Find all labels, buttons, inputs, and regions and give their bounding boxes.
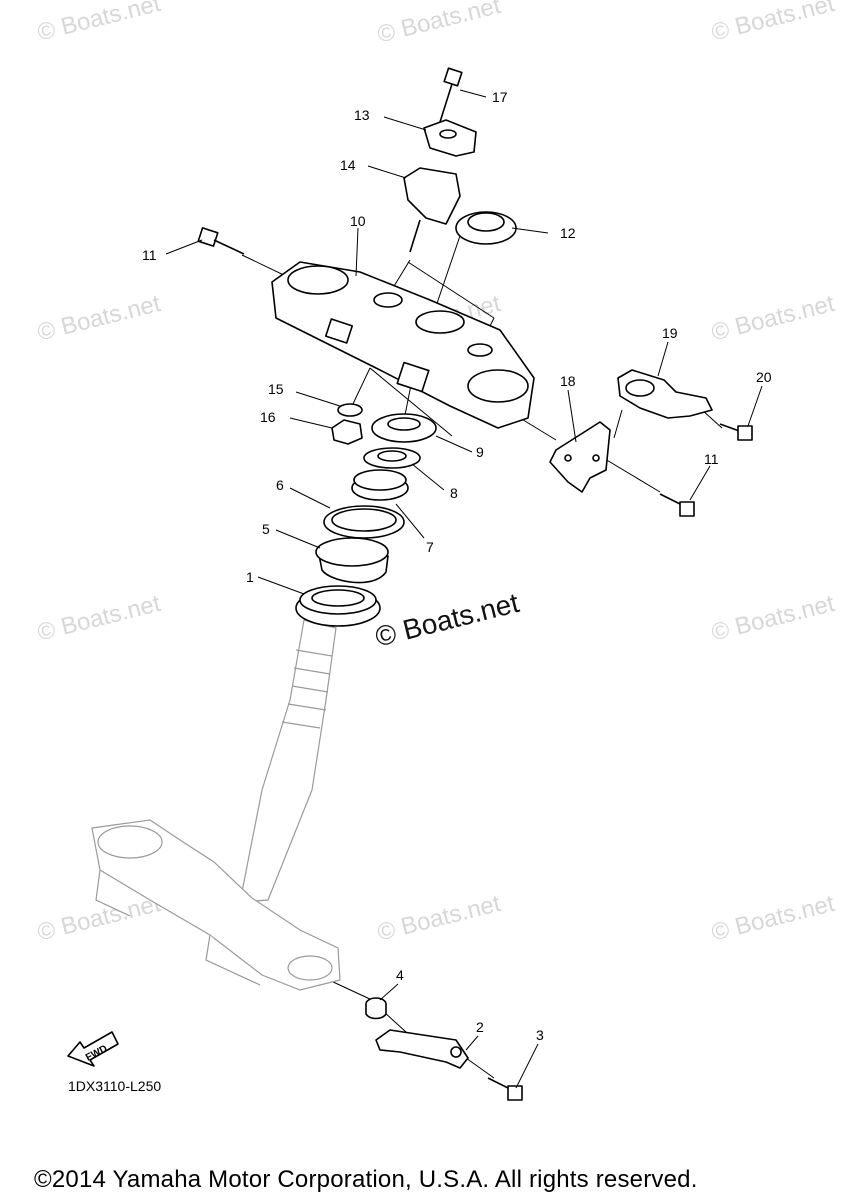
callout-14: 14 xyxy=(340,157,356,173)
copyright-notice: ©2014 Yamaha Motor Corporation, U.S.A. A… xyxy=(34,1166,698,1193)
callout-18: 18 xyxy=(560,373,576,389)
ring-nut-7 xyxy=(351,469,409,501)
steering-nut xyxy=(455,211,517,245)
clamp-19 xyxy=(617,369,713,419)
callout-labels: 1 2 3 4 5 6 7 8 9 10 11 11 12 13 14 15 1… xyxy=(142,89,772,1043)
fwd-arrow-icon: FWD xyxy=(67,1031,119,1067)
callout-3: 3 xyxy=(536,1027,544,1043)
bearing-5 xyxy=(315,537,389,584)
bolt-11-left xyxy=(197,227,245,255)
callout-12: 12 xyxy=(560,225,576,241)
callout-19: 19 xyxy=(662,325,678,341)
callout-7: 7 xyxy=(426,539,434,555)
steering-stem xyxy=(91,619,341,991)
washer-9 xyxy=(371,413,437,443)
handlebar-holder-upper xyxy=(423,119,477,157)
callout-9: 9 xyxy=(476,444,484,460)
washer-15 xyxy=(337,403,363,417)
callout-2: 2 xyxy=(476,1019,484,1035)
callout-16: 16 xyxy=(260,409,276,425)
bolt-17 xyxy=(439,67,463,123)
callout-10: 10 xyxy=(350,213,366,229)
bolt-20 xyxy=(719,423,753,441)
callout-4: 4 xyxy=(396,967,404,983)
callout-20: 20 xyxy=(756,369,772,385)
bracket-2 xyxy=(375,1029,469,1069)
collar-4 xyxy=(365,997,387,1020)
callout-11-right: 11 xyxy=(704,451,719,467)
callout-15: 15 xyxy=(268,381,284,397)
bracket-18 xyxy=(549,421,611,493)
callout-6: 6 xyxy=(276,477,284,493)
callout-13: 13 xyxy=(354,107,370,123)
callout-17: 17 xyxy=(492,89,508,105)
nut-16 xyxy=(331,419,363,445)
bearing-1 xyxy=(295,585,381,627)
callout-8: 8 xyxy=(450,485,458,501)
handlebar-holder-lower xyxy=(403,167,461,253)
seal-6 xyxy=(323,505,405,539)
callout-1: 1 xyxy=(246,569,254,585)
bolt-11-right xyxy=(659,493,695,517)
bolt-3 xyxy=(487,1077,523,1101)
callout-5: 5 xyxy=(262,521,270,537)
upper-bracket xyxy=(271,261,535,429)
callout-11-left: 11 xyxy=(142,247,157,263)
callout-leaders xyxy=(165,89,763,1089)
washer-8 xyxy=(363,447,421,469)
diagram-code: 1DX3110-L250 xyxy=(68,1078,162,1094)
